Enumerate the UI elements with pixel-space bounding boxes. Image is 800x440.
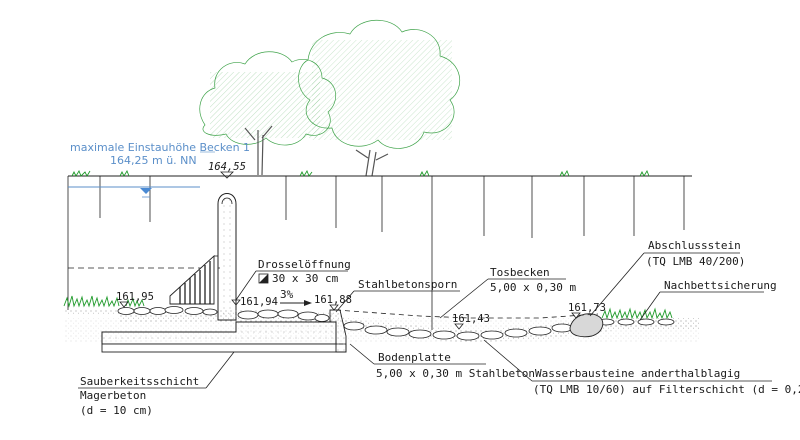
drossel-callout: Drosselöffnung 30 x 30 cm <box>235 258 351 301</box>
elevation-basin: 161,43 <box>452 313 490 330</box>
elevation-spur: 161,88 <box>314 294 352 311</box>
wasserbausteine-spec: (TQ LMB 10/60) auf Filterschicht (d = 0,… <box>533 383 800 396</box>
bodenplatte-callout: Bodenplatte 5,00 x 0,30 m Stahlbeton <box>349 343 535 380</box>
elevation-right-value: 161,73 <box>568 302 606 314</box>
slope-indicator: 3% <box>280 288 312 306</box>
elevation-right: 161,73 <box>568 302 606 319</box>
ground-layers <box>63 295 700 353</box>
top-elevation-value: 164,55 <box>208 161 246 173</box>
slope-value: 3% <box>280 288 294 301</box>
water-level-elevation: 164,25 m ü. NN <box>110 154 197 167</box>
bodenplatte-title: Bodenplatte <box>378 351 451 364</box>
elevation-orifice-value: 161,94 <box>240 296 278 308</box>
abschluss-spec: (TQ LMB 40/200) <box>646 255 745 268</box>
elevation-spur-value: 161,88 <box>314 294 352 306</box>
abschluss-title: Abschlussstein <box>648 239 741 252</box>
tosbecken-size: 5,00 x 0,30 m <box>490 281 576 294</box>
wasserbausteine-title: Wasserbausteine anderthalblagig <box>535 367 740 380</box>
drossel-title: Drosselöffnung <box>258 258 351 271</box>
tosbecken-title: Tosbecken <box>490 266 550 279</box>
water-level-label: maximale Einstauhöhe Becken 1 <box>70 141 250 154</box>
water-level-marker: maximale Einstauhöhe Becken 1 164,25 m ü… <box>68 141 250 198</box>
drossel-size: 30 x 30 cm <box>272 272 339 285</box>
elevation-left-value: 161,95 <box>116 291 154 303</box>
outlet-structure <box>169 193 237 321</box>
nachbett-label: Nachbettsicherung <box>664 279 777 292</box>
wasserbausteine-callout: Wasserbausteine anderthalblagig (TQ LMB … <box>483 339 800 396</box>
abschluss-callout: Abschlussstein (TQ LMB 40/200) <box>589 239 745 317</box>
elevation-basin-value: 161,43 <box>452 313 490 325</box>
sauberkeit-thickness: (d = 10 cm) <box>80 404 153 417</box>
tosbecken-callout: Tosbecken 5,00 x 0,30 m <box>439 266 576 319</box>
sauberkeit-sub: Magerbeton <box>80 389 146 402</box>
top-elevation-marker: 164,55 <box>208 161 246 179</box>
sporn-label: Stahlbetonsporn <box>358 278 457 291</box>
sauberkeit-title: Sauberkeitsschicht <box>80 375 199 388</box>
elevation-left: 161,95 <box>116 291 154 308</box>
sporn-callout: Stahlbetonsporn <box>335 278 460 313</box>
bodenplatte-spec: 5,00 x 0,30 m Stahlbeton <box>376 367 535 380</box>
nachbett-callout: Nachbettsicherung <box>639 279 777 321</box>
sauberkeit-callout: Sauberkeitsschicht Magerbeton (d = 10 cm… <box>78 351 235 417</box>
terrain-top-line <box>67 169 692 330</box>
elevation-orifice: 161,94 <box>231 296 278 308</box>
tree-illustration <box>199 19 461 177</box>
